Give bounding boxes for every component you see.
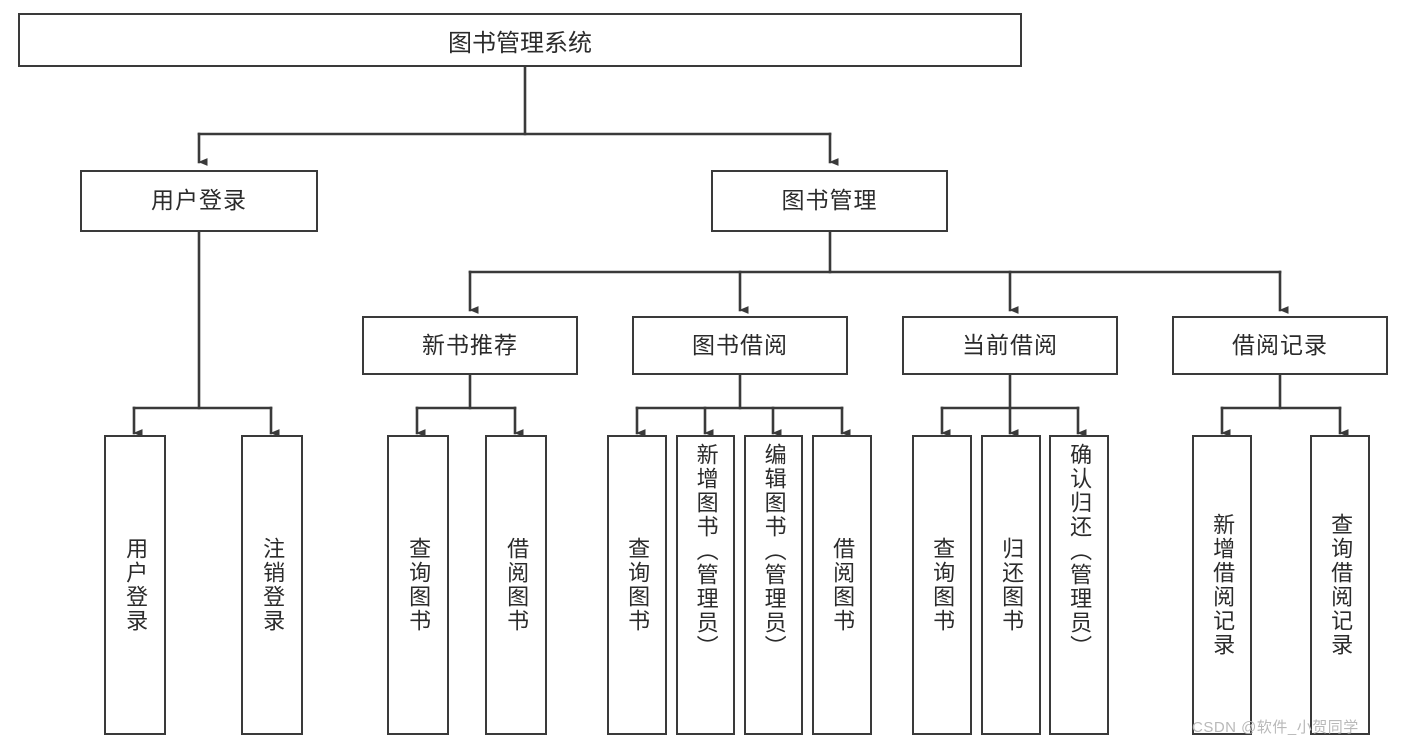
- leaf-label: 新增图书（管理员）: [693, 443, 719, 659]
- leaf-label: 查询图书: [625, 537, 651, 633]
- leaf-label: 查询图书: [930, 537, 956, 633]
- leaf-borrow-add-book-admin[interactable]: 新增图书（管理员）: [676, 435, 735, 735]
- node-book-borrow[interactable]: 图书借阅: [632, 316, 848, 375]
- node-current-borrow[interactable]: 当前借阅: [902, 316, 1118, 375]
- node-current-borrow-label: 当前借阅: [962, 331, 1058, 358]
- node-book-management[interactable]: 图书管理: [711, 170, 948, 232]
- node-new-book-recommend[interactable]: 新书推荐: [362, 316, 578, 375]
- leaf-user-login-logout[interactable]: 注销登录: [241, 435, 303, 735]
- node-root-system[interactable]: 图书管理系统: [18, 13, 1022, 67]
- leaf-label: 用户登录: [123, 537, 149, 633]
- leaf-recommend-query-book[interactable]: 查询图书: [387, 435, 449, 735]
- node-borrow-record[interactable]: 借阅记录: [1172, 316, 1388, 375]
- leaf-record-add-record[interactable]: 新增借阅记录: [1192, 435, 1252, 735]
- leaf-label: 借阅图书: [830, 537, 856, 633]
- leaf-borrow-borrow-book[interactable]: 借阅图书: [812, 435, 872, 735]
- leaf-current-query-book[interactable]: 查询图书: [912, 435, 972, 735]
- node-book-borrow-label: 图书借阅: [692, 331, 788, 358]
- node-user-login[interactable]: 用户登录: [80, 170, 318, 232]
- leaf-current-confirm-return-admin[interactable]: 确认归还（管理员）: [1049, 435, 1109, 735]
- leaf-recommend-borrow-book[interactable]: 借阅图书: [485, 435, 547, 735]
- leaf-label: 借阅图书: [504, 537, 530, 633]
- leaf-label: 确认归还（管理员）: [1067, 443, 1093, 659]
- leaf-borrow-edit-book-admin[interactable]: 编辑图书（管理员）: [744, 435, 803, 735]
- node-root-label: 图书管理系统: [448, 29, 592, 57]
- leaf-record-query-record[interactable]: 查询借阅记录: [1310, 435, 1370, 735]
- leaf-label: 查询图书: [406, 537, 432, 633]
- leaf-label: 查询借阅记录: [1328, 513, 1354, 657]
- node-user-login-label: 用户登录: [151, 187, 247, 214]
- leaf-borrow-query-book[interactable]: 查询图书: [607, 435, 667, 735]
- leaf-current-return-book[interactable]: 归还图书: [981, 435, 1041, 735]
- leaf-label: 新增借阅记录: [1210, 513, 1236, 657]
- node-borrow-record-label: 借阅记录: [1232, 331, 1328, 358]
- node-new-book-recommend-label: 新书推荐: [422, 331, 518, 358]
- leaf-label: 编辑图书（管理员）: [761, 443, 787, 659]
- leaf-label: 归还图书: [999, 537, 1025, 633]
- node-book-management-label: 图书管理: [781, 187, 878, 214]
- csdn-watermark: CSDN @软件_小贺同学: [1192, 719, 1359, 736]
- leaf-label: 注销登录: [260, 537, 286, 633]
- leaf-user-login-login[interactable]: 用户登录: [104, 435, 166, 735]
